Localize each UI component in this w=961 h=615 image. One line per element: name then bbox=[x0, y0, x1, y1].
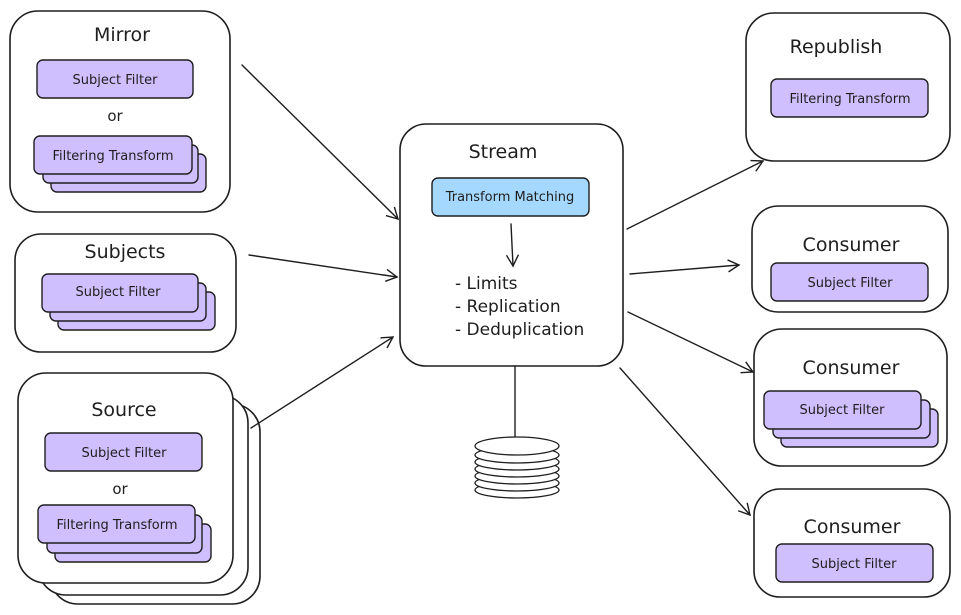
feature-replication: - Replication bbox=[455, 297, 561, 317]
mirror-subject-filter-chip[interactable]: Subject Filter bbox=[36, 59, 194, 99]
consumer-2-node[interactable]: Consumer Subject Filter bbox=[753, 328, 948, 467]
feature-deduplication: - Deduplication bbox=[455, 320, 584, 340]
mirror-or-label: or bbox=[107, 107, 123, 125]
mirror-filtering-transform-stack[interactable]: Filtering Transform bbox=[33, 135, 207, 193]
stack-layer bbox=[37, 504, 196, 544]
transform-matching-chip[interactable]: Transform Matching bbox=[431, 177, 590, 217]
transform-matching-label: Transform Matching bbox=[445, 190, 575, 205]
subjects-to-stream-arrow bbox=[248, 254, 399, 282]
republish-title: Republish bbox=[790, 36, 883, 58]
consumer-3-title: Consumer bbox=[804, 516, 901, 538]
subjects-subject-filter-stack[interactable]: Subject Filter bbox=[41, 273, 216, 331]
feature-limits: - Limits bbox=[455, 274, 518, 294]
republish-filtering-transform-chip[interactable]: Filtering Transform bbox=[770, 78, 929, 118]
subjects-node[interactable]: Subjects Subject Filter bbox=[14, 233, 237, 353]
consumer-1-subject-filter-chip[interactable]: Subject Filter bbox=[770, 262, 929, 302]
stream-to-republish-arrow bbox=[626, 159, 765, 230]
stream-to-consumer-2-arrow bbox=[627, 311, 755, 374]
disk-stack-icon bbox=[474, 365, 560, 499]
source-subject-filter-label: Subject Filter bbox=[82, 446, 168, 461]
stack-layer bbox=[41, 273, 199, 313]
mirror-subject-filter-label: Subject Filter bbox=[73, 73, 159, 88]
subjects-title: Subjects bbox=[85, 241, 166, 263]
mirror-title: Mirror bbox=[94, 24, 150, 46]
source-node[interactable]: Source Subject Filter or Filtering Trans… bbox=[17, 372, 261, 605]
source-title: Source bbox=[91, 399, 156, 421]
source-subject-filter-chip[interactable]: Subject Filter bbox=[44, 432, 203, 472]
stream-node[interactable]: Stream Transform Matching - Limits - Rep… bbox=[399, 123, 624, 367]
subjects-subject-filter-label: Subject Filter bbox=[76, 285, 162, 300]
source-filtering-transform-label: Filtering Transform bbox=[56, 518, 177, 533]
source-filtering-transform-stack[interactable]: Filtering Transform bbox=[37, 504, 212, 563]
consumer-2-subject-filter-label: Subject Filter bbox=[800, 403, 886, 418]
consumer-1-subject-filter-label: Subject Filter bbox=[808, 276, 894, 291]
consumer-1-title: Consumer bbox=[803, 234, 900, 256]
stream-to-consumer-3-arrow bbox=[619, 367, 751, 517]
consumer-3-subject-filter-chip[interactable]: Subject Filter bbox=[775, 543, 934, 583]
stack-layer bbox=[763, 390, 922, 430]
source-or-label: or bbox=[112, 480, 128, 498]
source-to-stream-arrow bbox=[250, 336, 395, 429]
republish-node[interactable]: Republish Filtering Transform bbox=[745, 12, 951, 162]
consumer-3-node[interactable]: Consumer Subject Filter bbox=[753, 488, 951, 598]
mirror-to-stream-arrow bbox=[241, 64, 400, 221]
consumer-1-node[interactable]: Consumer Subject Filter bbox=[751, 205, 949, 313]
mirror-filtering-transform-label: Filtering Transform bbox=[52, 149, 173, 164]
transform-to-features-arrow bbox=[505, 223, 520, 268]
consumer-2-title: Consumer bbox=[803, 357, 900, 379]
stream-title: Stream bbox=[469, 141, 538, 163]
consumer-3-subject-filter-label: Subject Filter bbox=[812, 557, 898, 572]
stream-to-consumer-1-arrow bbox=[629, 259, 741, 275]
consumer-2-subject-filter-stack[interactable]: Subject Filter bbox=[763, 390, 939, 448]
stack-layer bbox=[33, 135, 193, 175]
republish-filtering-transform-label: Filtering Transform bbox=[789, 92, 910, 107]
mirror-node[interactable]: Mirror Subject Filter or Filtering Trans… bbox=[9, 10, 231, 213]
